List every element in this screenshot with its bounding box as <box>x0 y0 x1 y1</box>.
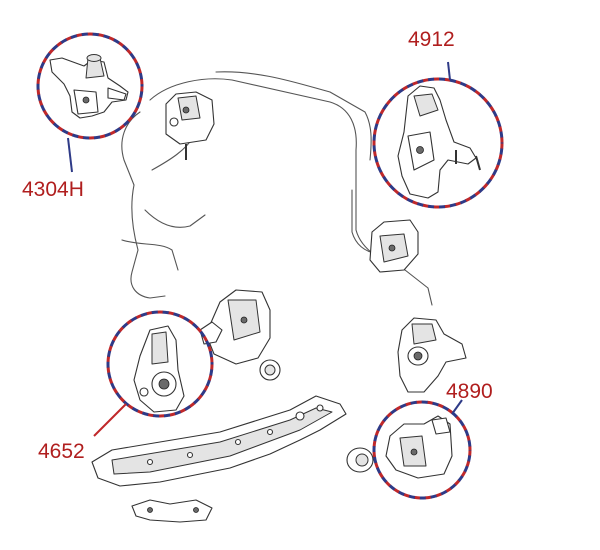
label-4652: 4652 <box>38 440 85 463</box>
part-4304h-mount[interactable] <box>49 54 129 119</box>
leader-line-4890 <box>451 399 463 415</box>
bracket-bottom[interactable] <box>131 499 213 523</box>
label-4912: 4912 <box>408 28 455 51</box>
leader-line-4304h <box>67 137 73 173</box>
engine-bracket-top[interactable] <box>165 91 215 160</box>
callout-circle-4652-blue <box>106 310 214 418</box>
leader-line-4912 <box>447 61 451 81</box>
crossmember[interactable] <box>91 395 347 487</box>
bushing-right[interactable] <box>346 447 374 473</box>
part-4912-mount[interactable] <box>397 85 481 199</box>
label-4304h: 4304H <box>22 178 84 201</box>
bushing-center[interactable] <box>259 359 281 381</box>
part-4652-mount[interactable] <box>133 325 185 413</box>
callout-circle-4304h-blue <box>36 32 144 140</box>
engine-mount-right[interactable] <box>397 317 467 393</box>
bracket-mid-right[interactable] <box>369 219 419 273</box>
callout-circle-4890-blue <box>372 400 472 500</box>
label-4890: 4890 <box>446 380 493 403</box>
leader-line-4652 <box>93 403 127 437</box>
part-4890-mount[interactable] <box>385 415 453 479</box>
callout-circle-4912-blue <box>372 77 504 209</box>
